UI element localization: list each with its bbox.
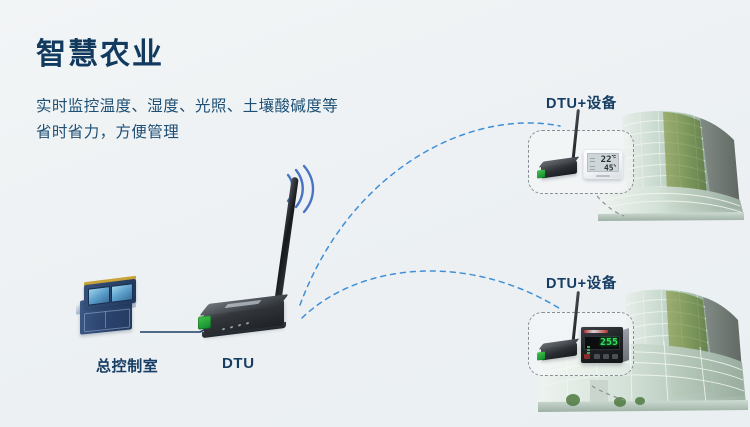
mini-dtu-terminal-block bbox=[537, 351, 545, 361]
meter-logo bbox=[596, 175, 610, 177]
greenhouse-bottom bbox=[538, 288, 748, 412]
mini-dtu-device-bottom bbox=[537, 291, 581, 361]
temperature-reading: 22℃ bbox=[601, 155, 616, 165]
monitor-right bbox=[111, 283, 133, 303]
group-link-bottom bbox=[591, 385, 625, 401]
mini-dtu-terminal-block bbox=[537, 169, 545, 179]
subtitle-line-1: 实时监控温度、湿度、光照、土壤酸碱度等 bbox=[36, 98, 339, 115]
mini-dtu-device-top bbox=[537, 109, 581, 179]
control-room-label: 总控制室 bbox=[96, 358, 159, 375]
page-subtitle: 实时监控温度、湿度、光照、土壤酸碱度等 省时省力，方便管理 bbox=[36, 94, 338, 146]
controller-buttons[interactable] bbox=[584, 353, 620, 360]
device-group-top: 22℃ 45% bbox=[528, 109, 634, 194]
controller-indicators bbox=[587, 346, 592, 355]
subtitle-line-2: 省时省力，方便管理 bbox=[36, 124, 180, 141]
signal-arc-top bbox=[299, 122, 561, 306]
signal-arc-bottom bbox=[301, 270, 563, 319]
group-top-label: DTU+设备 bbox=[546, 96, 617, 112]
page-title: 智慧农业 bbox=[36, 38, 164, 71]
controller-side-body bbox=[623, 328, 629, 362]
temperature-unit: ℃ bbox=[611, 154, 617, 159]
device-group-bottom: 255 bbox=[528, 291, 634, 376]
controller-digits: 255 bbox=[599, 337, 618, 348]
control-room-console bbox=[74, 275, 144, 335]
controller-display: 255 bbox=[584, 336, 620, 354]
group-bottom-label: DTU+设备 bbox=[546, 276, 617, 292]
humidity-value: 45 bbox=[603, 163, 614, 173]
thermo-hygrometer-screen: 22℃ 45% bbox=[587, 153, 619, 172]
thermo-hygrometer: 22℃ 45% bbox=[583, 149, 623, 179]
humidity-unit: % bbox=[613, 163, 616, 168]
dtu-device bbox=[196, 176, 299, 342]
monitor-left bbox=[88, 286, 110, 306]
controller-brand-strip bbox=[584, 330, 608, 333]
humidity-reading: 45% bbox=[604, 164, 616, 173]
dtu-label: DTU bbox=[222, 355, 255, 372]
greenhouse-top bbox=[598, 109, 744, 221]
dtu-terminal-block bbox=[198, 315, 211, 330]
temperature-controller: 255 bbox=[581, 327, 629, 363]
temperature-value: 22 bbox=[600, 155, 612, 165]
dtu-leds bbox=[222, 321, 252, 331]
group-link-top bbox=[596, 195, 625, 217]
